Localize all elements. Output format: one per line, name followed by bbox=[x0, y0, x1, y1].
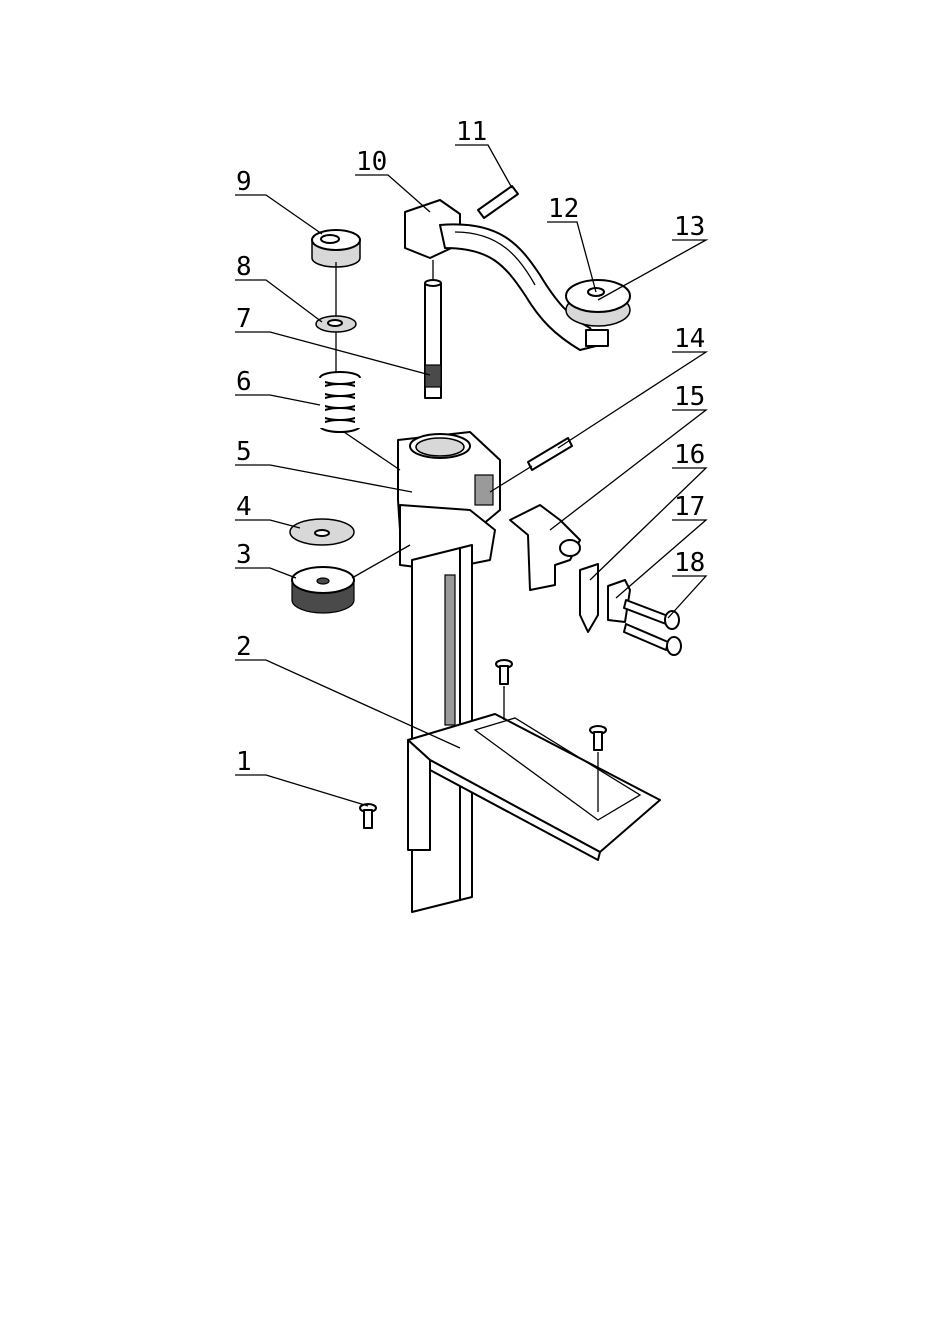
callout-17: 17 bbox=[674, 492, 705, 522]
callout-12: 12 bbox=[548, 194, 579, 224]
part-screws-right bbox=[624, 600, 681, 655]
callout-8: 8 bbox=[236, 252, 252, 282]
callout-9: 9 bbox=[236, 167, 252, 197]
callout-7: 7 bbox=[236, 304, 252, 334]
callout-6: 6 bbox=[236, 367, 252, 397]
callout-1: 1 bbox=[236, 747, 252, 777]
callout-16: 16 bbox=[674, 440, 705, 470]
part-spring bbox=[319, 372, 361, 432]
part-screw-left bbox=[360, 804, 376, 828]
part-bushing bbox=[312, 230, 360, 267]
callout-4: 4 bbox=[236, 492, 252, 522]
callout-3: 3 bbox=[236, 540, 252, 570]
part-pin-top bbox=[478, 186, 518, 218]
part-large-washer bbox=[290, 519, 354, 545]
part-shaft bbox=[425, 260, 441, 398]
part-side-bracket bbox=[510, 505, 580, 590]
part-head-block bbox=[398, 432, 500, 570]
callout-14: 14 bbox=[674, 324, 705, 354]
callout-11: 11 bbox=[456, 117, 487, 147]
callout-13: 13 bbox=[674, 212, 705, 242]
callout-2: 2 bbox=[236, 632, 252, 662]
callout-5: 5 bbox=[236, 437, 252, 467]
callout-18: 18 bbox=[674, 548, 705, 578]
callout-10: 10 bbox=[356, 147, 387, 177]
part-small-washer bbox=[316, 316, 356, 332]
part-gear-wheel bbox=[292, 567, 354, 613]
callout-15: 15 bbox=[674, 382, 705, 412]
